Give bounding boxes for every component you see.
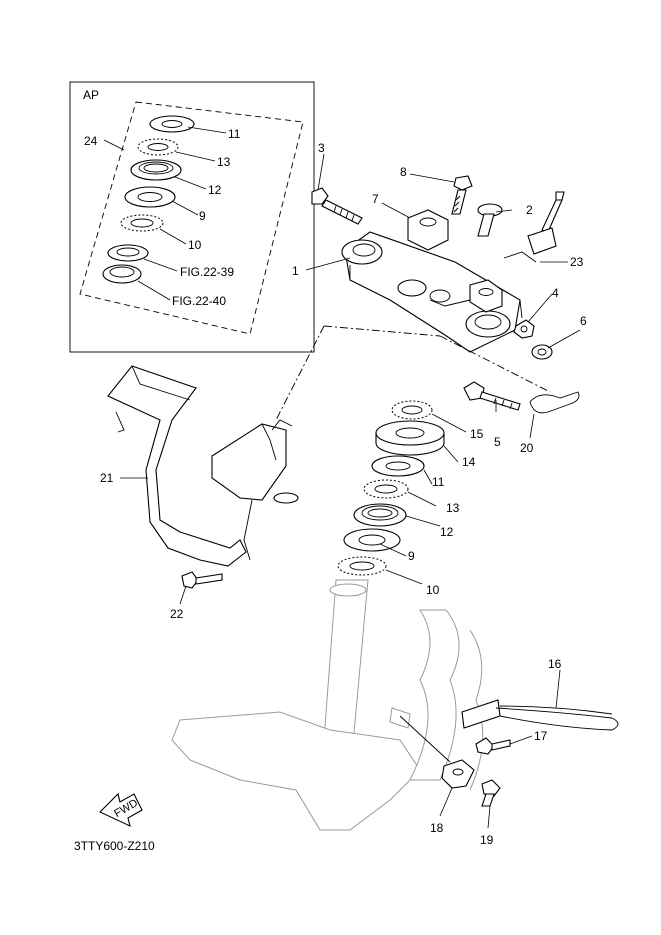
inset-label-12: 12 (208, 183, 222, 197)
label-10: 10 (426, 583, 440, 597)
label-15: 15 (470, 427, 484, 441)
inset-label-24: 24 (84, 134, 98, 148)
bracket-21 (107, 365, 299, 567)
bolt-8 (451, 175, 473, 215)
drawing-code: 3TTY600-Z210 (74, 839, 155, 853)
inset-fig-22-40-part (102, 264, 142, 284)
label-3: 3 (318, 141, 325, 155)
nut-6 (531, 344, 553, 360)
leaders (120, 153, 581, 829)
callout-labels: 1 2 3 4 5 6 7 8 9 10 11 12 13 14 15 16 1… (100, 141, 587, 847)
label-14: 14 (462, 455, 476, 469)
inset-label-13: 13 (217, 155, 231, 169)
label-9: 9 (408, 549, 415, 563)
inset-fig-22-39-part (107, 244, 149, 262)
part-23 (503, 191, 565, 263)
seal-12 (353, 503, 407, 527)
bolt-3 (311, 187, 363, 225)
upper-bracket (341, 231, 523, 353)
label-4: 4 (552, 286, 559, 300)
bearing-13 (363, 479, 409, 499)
inset-ref-fig-22-39: FIG.22-39 (180, 265, 234, 279)
label-18: 18 (430, 821, 444, 835)
bearing-10 (337, 556, 387, 576)
label-16: 16 (548, 657, 562, 671)
label-21: 21 (100, 471, 114, 485)
label-11: 11 (432, 475, 445, 489)
nut-4 (513, 319, 535, 339)
inset-dashed-group (79, 101, 304, 335)
bolt-5 (463, 381, 521, 411)
inset-part-10 (120, 214, 164, 232)
label-2: 2 (526, 203, 533, 217)
steering-stem (171, 579, 484, 831)
cover-11 (371, 455, 425, 477)
inset-part-12 (130, 159, 182, 181)
label-17: 17 (534, 729, 548, 743)
label-23: 23 (570, 255, 584, 269)
label-6: 6 (580, 314, 587, 328)
clip-20 (529, 391, 580, 414)
race-9 (343, 528, 401, 552)
inset-ap: AP (69, 81, 315, 353)
handlebar-holder-7 (407, 209, 503, 313)
inset-part-13 (137, 138, 179, 156)
ring-nut-15 (391, 400, 433, 420)
inset-label-9: 9 (199, 209, 206, 223)
label-1: 1 (292, 264, 299, 278)
label-20: 20 (520, 441, 534, 455)
inset-label-11: 11 (228, 127, 241, 141)
washer-14 (375, 420, 445, 456)
bolt-19 (481, 779, 501, 807)
clamp-18 (441, 759, 475, 789)
inset-title: AP (83, 88, 99, 102)
bolt-2 (477, 203, 503, 237)
inset-part-9 (124, 186, 176, 208)
label-22: 22 (170, 607, 184, 621)
bolt-22 (181, 571, 223, 589)
label-5: 5 (494, 435, 501, 449)
label-7: 7 (372, 192, 379, 206)
label-19: 19 (480, 833, 494, 847)
inset-ref-fig-22-40: FIG.22-40 (172, 294, 226, 308)
label-13: 13 (446, 501, 460, 515)
cable-16 (461, 699, 619, 731)
label-12: 12 (440, 525, 454, 539)
inset-frame (69, 81, 315, 353)
fwd-arrow-icon: FWD (99, 792, 143, 827)
inset-part-11 (149, 115, 195, 133)
label-8: 8 (400, 165, 407, 179)
inset-label-10: 10 (188, 238, 202, 252)
bolt-17 (475, 737, 511, 755)
